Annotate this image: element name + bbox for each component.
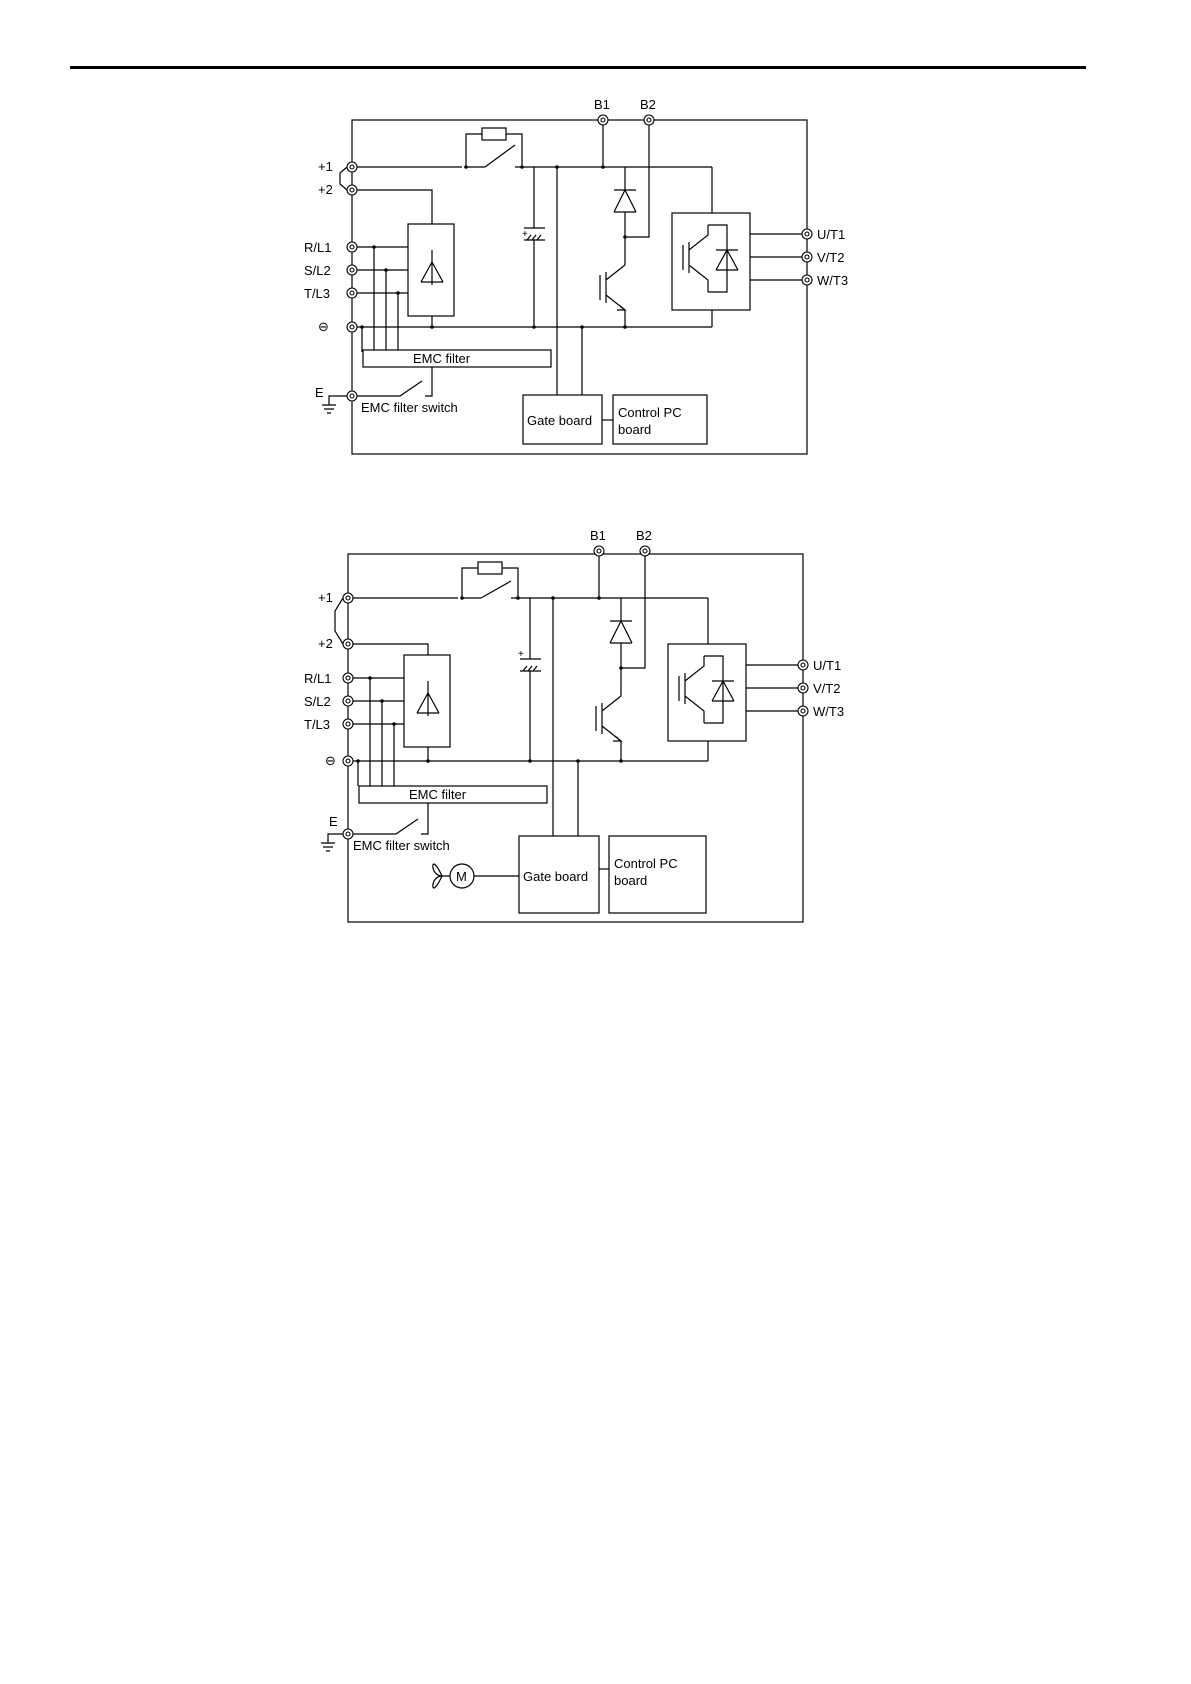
rectifier-module <box>404 655 450 747</box>
emc-filter-switch-label: EMC filter switch <box>353 838 450 853</box>
emc-filter-label: EMC filter <box>409 787 467 802</box>
braking-wires <box>599 556 645 668</box>
right-terminals <box>798 660 808 716</box>
emc-feed-wires <box>358 678 394 786</box>
terminal-b1-label: B1 <box>590 528 606 543</box>
terminal-ut1-label: U/T1 <box>813 658 841 673</box>
capacitor-icon <box>520 659 541 671</box>
terminal-minus-label: ⊖ <box>325 753 336 768</box>
ground-icon <box>321 834 343 851</box>
terminal-sl2-label: S/L2 <box>304 694 331 709</box>
terminal-plus1-label: +1 <box>318 590 333 605</box>
gate-feed-wires <box>553 598 578 836</box>
plus2-wire <box>353 644 428 655</box>
gate-board-label: Gate board <box>523 869 588 884</box>
terminal-vt2-label: V/T2 <box>813 681 840 696</box>
ac-input-wires <box>353 678 404 724</box>
terminal-plus2-label: +2 <box>318 636 333 651</box>
capacitor-plus-sign: + <box>518 649 524 660</box>
precharge-resistor <box>478 562 502 574</box>
terminal-b2-label: B2 <box>636 528 652 543</box>
fan-motor-label: M <box>456 869 467 884</box>
ground-e-label: E <box>329 814 338 829</box>
terminal-wt3-label: W/T3 <box>813 704 844 719</box>
control-board-label-line2: board <box>614 873 647 888</box>
fan-icon <box>433 864 450 888</box>
inverter-module <box>668 644 746 741</box>
jumper-link <box>335 598 343 644</box>
emc-filter-switch-icon <box>353 803 428 834</box>
terminal-rl1-label: R/L1 <box>304 671 331 686</box>
dc-bus-positive <box>353 581 708 598</box>
terminal-tl3-label: T/L3 <box>304 717 330 732</box>
braking-igbt-icon <box>596 696 621 761</box>
control-board-label-line1: Control PC <box>614 856 678 871</box>
output-wires <box>746 665 798 711</box>
junction-dots <box>356 596 623 763</box>
braking-diode-icon <box>610 598 632 696</box>
inverter-circuit-diagram-2: B1 B2 +1 +2 R/L1 S/L2 T/L3 ⊖ E EMC filte… <box>0 0 1191 940</box>
